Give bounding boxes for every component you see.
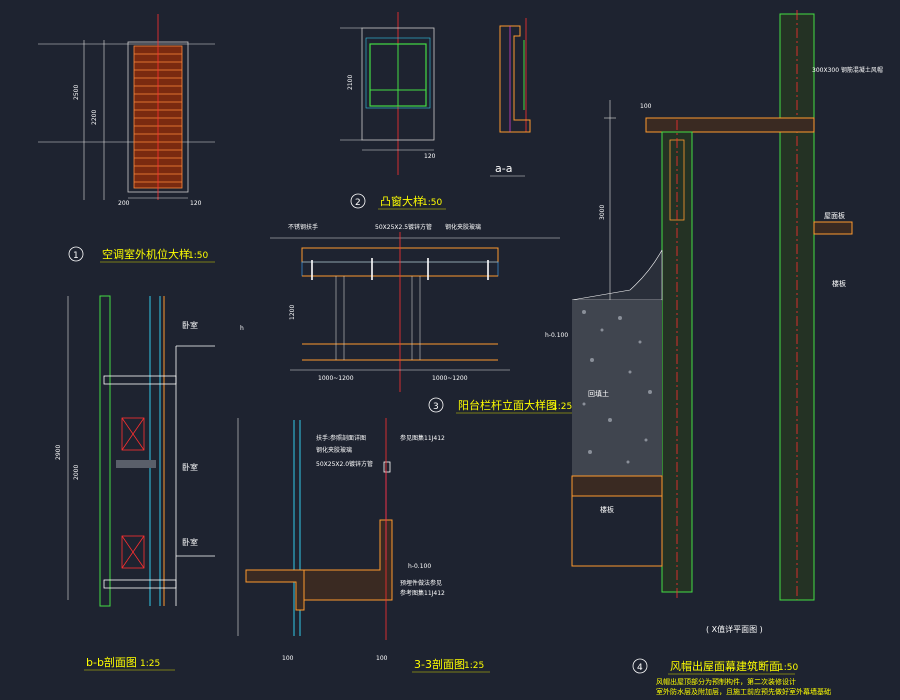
dim-c-left: 100 xyxy=(282,655,294,662)
dim-1-height: 2500 xyxy=(73,85,80,100)
leader-3b: 50X25X2.5镀锌方管 xyxy=(375,223,432,231)
title-1-text: 空调室外机位大样 xyxy=(102,247,190,261)
level-3-right: h-0.100 xyxy=(545,332,568,339)
room-bedroom-2: 卧室 xyxy=(182,462,198,472)
leader-3a: 不锈钢扶手 xyxy=(288,223,318,231)
title-3-scale: 1:25 xyxy=(552,402,572,412)
title-4-scale: 1:50 xyxy=(778,663,798,673)
level-33: h-0.100 xyxy=(408,563,431,570)
title-3-3-scale: 1:25 xyxy=(464,661,484,671)
note-4-line1: 风帽出屋顶部分为预制构件，第二次装修设计 xyxy=(656,677,796,686)
leader-33f: 参考图集11J412 xyxy=(400,589,445,597)
dim-3-height: 1200 xyxy=(289,305,296,320)
title-4-number: 4 xyxy=(637,663,643,673)
detail-1-ac-unit: 200 120 2500 2200 1 空调室外机位大样 1:50 xyxy=(38,14,215,263)
room-slab-2: 楼板 xyxy=(832,279,846,288)
level-3-left: h xyxy=(240,325,244,332)
dim-1-side: 120 xyxy=(190,200,202,207)
level-top: 300X300 钢筋混凝土风帽 xyxy=(812,66,883,74)
title-4-text: 风帽出屋面幕建筑断面 xyxy=(670,659,780,673)
section-a-a: a-a xyxy=(490,18,531,177)
note-4-line2: 室外防水层及附加层，且施工前应预先做好室外幕墙基础 xyxy=(656,687,831,696)
room-bedroom-1: 卧室 xyxy=(182,320,198,330)
dim-1-width: 200 xyxy=(118,200,130,207)
leader-33b: 钢化夹胶玻璃 xyxy=(316,446,352,454)
title-1-scale: 1:50 xyxy=(188,251,208,261)
title-b-b: b-b剖面图 xyxy=(86,655,137,669)
dim-2-height: 2100 xyxy=(347,75,354,90)
room-roof: 屋面板 xyxy=(824,211,845,220)
section-b-b: 卧室 卧室 卧室 2900 2000 b-b剖面图 1:25 xyxy=(55,295,215,671)
leader-33a: 扶手:参照剖面详图 xyxy=(316,434,366,442)
section-3-3: 扶手:参照剖面详图 钢化夹胶玻璃 50X25X2.0镀锌方管 参见图集11J41… xyxy=(237,418,490,673)
dim-b-inner: 2000 xyxy=(73,465,80,480)
dim-4-height: 3000 xyxy=(599,205,606,220)
title-1-number: 1 xyxy=(73,251,79,261)
dim-c-right: 100 xyxy=(376,655,388,662)
dim-1-inner: 2200 xyxy=(91,110,98,125)
leader-3c: 钢化夹胶玻璃 xyxy=(445,223,481,231)
dim-4-top: 100 xyxy=(640,103,652,110)
leader-33d: 参见图集11J412 xyxy=(400,434,445,442)
title-2-text: 凸窗大样 xyxy=(380,194,424,208)
plan-note: ( X值详平面图 ) xyxy=(706,624,763,634)
dim-2-side: 120 xyxy=(424,153,436,160)
detail-2-bay-window: 2100 120 2 凸窗大样 1:50 xyxy=(340,12,446,210)
title-3-text: 阳台栏杆立面大样图 xyxy=(458,398,557,412)
dim-3-span2: 1000~1200 xyxy=(432,375,468,382)
dim-b-total: 2900 xyxy=(55,445,62,460)
room-soil: 回填土 xyxy=(588,389,609,398)
room-slab-1: 楼板 xyxy=(600,505,614,514)
title-a-a: a-a xyxy=(495,162,512,175)
detail-3-railing: 不锈钢扶手 50X25X2.5镀锌方管 钢化夹胶玻璃 h h-0.100 100… xyxy=(240,223,575,414)
title-2-scale: 1:50 xyxy=(422,198,442,208)
title-3-number: 3 xyxy=(433,402,439,412)
title-3-3: 3-3剖面图 xyxy=(414,657,465,671)
detail-4-wind-cap: 3000 100 300X300 钢筋混凝土风帽 回填土 楼板 楼板 屋面板 (… xyxy=(571,10,883,696)
backfill-soil xyxy=(572,300,662,476)
room-bedroom-3: 卧室 xyxy=(182,537,198,547)
dim-3-span1: 1000~1200 xyxy=(318,375,354,382)
leader-33c: 50X25X2.0镀锌方管 xyxy=(316,460,373,468)
title-b-b-scale: 1:25 xyxy=(140,659,160,669)
title-2-number: 2 xyxy=(355,198,361,208)
leader-33e: 预埋件做法参见 xyxy=(400,579,442,587)
